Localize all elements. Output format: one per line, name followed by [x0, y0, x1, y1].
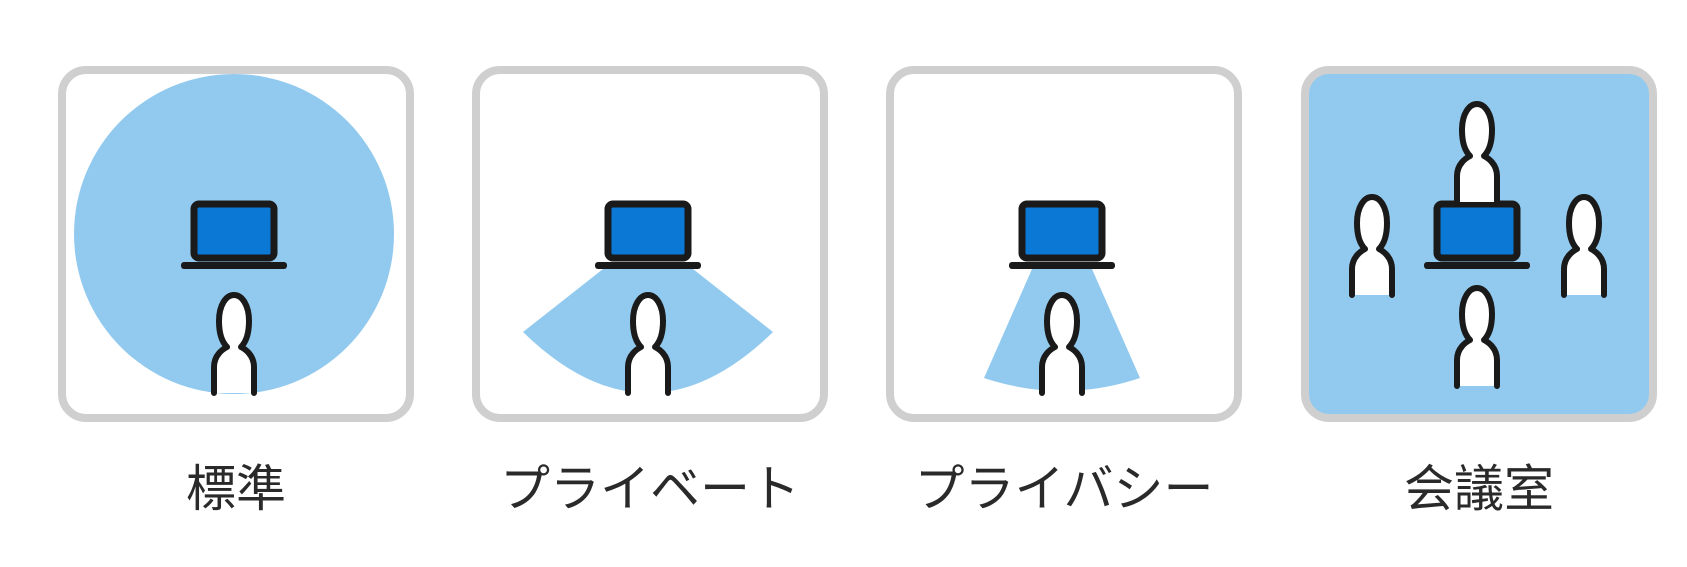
mode-label-standard: 標準 [186, 460, 286, 518]
mode-label-meeting-room: 会議室 [1404, 460, 1554, 518]
mode-tile-privacy[interactable] [886, 66, 1242, 422]
mode-label-private: プライベート [500, 460, 800, 518]
meeting-room-mode-icon [1301, 66, 1657, 422]
mode-label-privacy: プライバシー [914, 460, 1214, 518]
mode-option-meeting-room[interactable]: 会議室 [1301, 66, 1657, 526]
laptop-icon [1424, 204, 1530, 269]
mode-option-privacy[interactable]: プライバシー [886, 66, 1242, 526]
mode-tile-private[interactable] [472, 66, 828, 422]
mode-tile-meeting-room[interactable] [1301, 66, 1657, 422]
standard-mode-icon [74, 74, 394, 422]
person-icon-top [1457, 104, 1497, 202]
private-mode-icon [523, 66, 773, 422]
laptop-icon [1009, 204, 1115, 269]
mode-tile-standard[interactable] [58, 66, 414, 422]
person-icon-right [1564, 197, 1604, 295]
privacy-mode-icon [984, 66, 1140, 422]
laptop-icon [595, 204, 701, 269]
mode-option-private[interactable]: プライベート [472, 66, 828, 526]
person-icon-left [1352, 197, 1392, 295]
mode-option-standard[interactable]: 標準 [58, 66, 414, 526]
laptop-icon [181, 204, 287, 269]
person-icon-bottom [1457, 288, 1497, 386]
